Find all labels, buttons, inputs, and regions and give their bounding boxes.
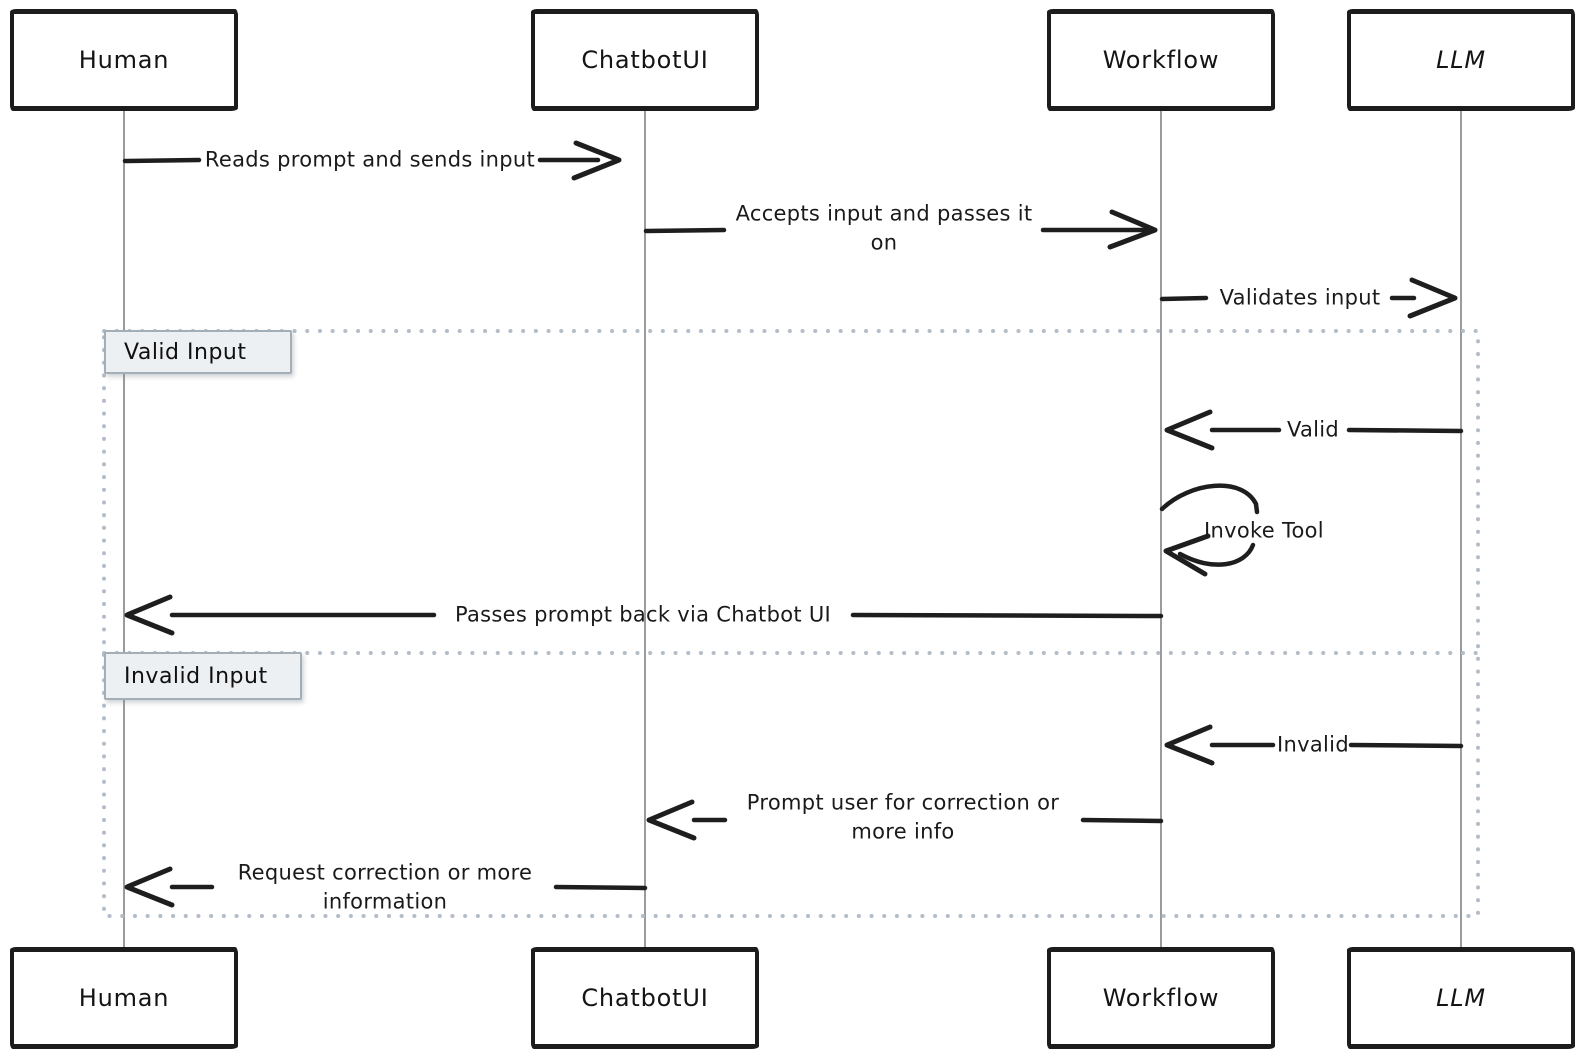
arrow-prompt-user-head bbox=[646, 799, 697, 841]
actor-label: LLM bbox=[1436, 46, 1486, 74]
actor-box-llm-bottom: LLM bbox=[1347, 948, 1575, 1048]
actor-box-workflow-bottom: Workflow bbox=[1047, 948, 1275, 1048]
message-arrows bbox=[122, 140, 1464, 908]
actor-box-chatbotui-top: ChatbotUI bbox=[531, 10, 759, 110]
arrow-invalid-shaft-right bbox=[1348, 742, 1464, 749]
arrow-request-correction-head bbox=[124, 866, 175, 908]
section-label-invalid-input: Invalid Input bbox=[104, 652, 302, 700]
arrow-request-correction-shaft-right bbox=[553, 884, 648, 891]
arrow-valid-head bbox=[1164, 409, 1215, 451]
arrow-passes-back-shaft-right bbox=[850, 612, 1164, 619]
actor-label: Human bbox=[78, 984, 170, 1012]
invoke-tool-loop-top bbox=[1159, 483, 1260, 515]
arrow-validates-input-head bbox=[1407, 277, 1458, 319]
invoke-tool-loop-head bbox=[1163, 533, 1211, 577]
arrow-accepts-input-head bbox=[1107, 209, 1158, 250]
message-label-validates-input: Validates input bbox=[1219, 285, 1381, 310]
arrow-accepts-input-shaft-left bbox=[643, 227, 727, 234]
arrow-prompt-user-shaft-right bbox=[1080, 817, 1164, 824]
message-label-invalid: Invalid bbox=[1277, 732, 1349, 757]
actor-label: Human bbox=[78, 46, 170, 74]
message-label-reads-prompt: Reads prompt and sends input bbox=[204, 147, 536, 172]
lifelines bbox=[123, 110, 1462, 948]
section-label-text: Invalid Input bbox=[124, 663, 268, 689]
message-label-passes-back: Passes prompt back via Chatbot UI bbox=[454, 602, 832, 627]
arrow-passes-back-head bbox=[124, 594, 175, 636]
arrow-reads-prompt-head bbox=[571, 140, 622, 181]
actor-box-chatbotui-bottom: ChatbotUI bbox=[531, 948, 759, 1048]
actor-box-workflow-top: Workflow bbox=[1047, 10, 1275, 110]
arrow-invalid-head bbox=[1164, 724, 1215, 766]
actor-label: ChatbotUI bbox=[581, 984, 709, 1012]
message-label-request-correction: Request correction or more information bbox=[237, 860, 533, 914]
actor-label: ChatbotUI bbox=[581, 46, 709, 74]
alt-frame-border bbox=[102, 329, 1480, 918]
actor-label: Workflow bbox=[1102, 984, 1220, 1012]
actor-box-human-bottom: Human bbox=[10, 948, 238, 1048]
actor-box-llm-top: LLM bbox=[1347, 10, 1575, 110]
message-label-accepts-input: Accepts input and passes it on bbox=[735, 201, 1033, 255]
arrow-reads-prompt-shaft-left bbox=[122, 157, 202, 164]
actor-label: LLM bbox=[1436, 984, 1486, 1012]
section-label-valid-input: Valid Input bbox=[104, 330, 292, 374]
message-label-prompt-user: Prompt user for correction or more info bbox=[746, 790, 1060, 844]
message-label-invoke-tool: Invoke Tool bbox=[1204, 518, 1324, 543]
alt-frame bbox=[102, 329, 1480, 918]
section-label-text: Valid Input bbox=[124, 339, 247, 365]
actor-label: Workflow bbox=[1102, 46, 1220, 74]
arrow-valid-shaft-right bbox=[1346, 427, 1464, 434]
actor-box-human-top: Human bbox=[10, 10, 238, 110]
message-label-valid: Valid bbox=[1286, 417, 1340, 442]
invoke-tool-loop-bottom bbox=[1177, 542, 1256, 567]
arrow-validates-input-shaft-left bbox=[1159, 295, 1209, 302]
